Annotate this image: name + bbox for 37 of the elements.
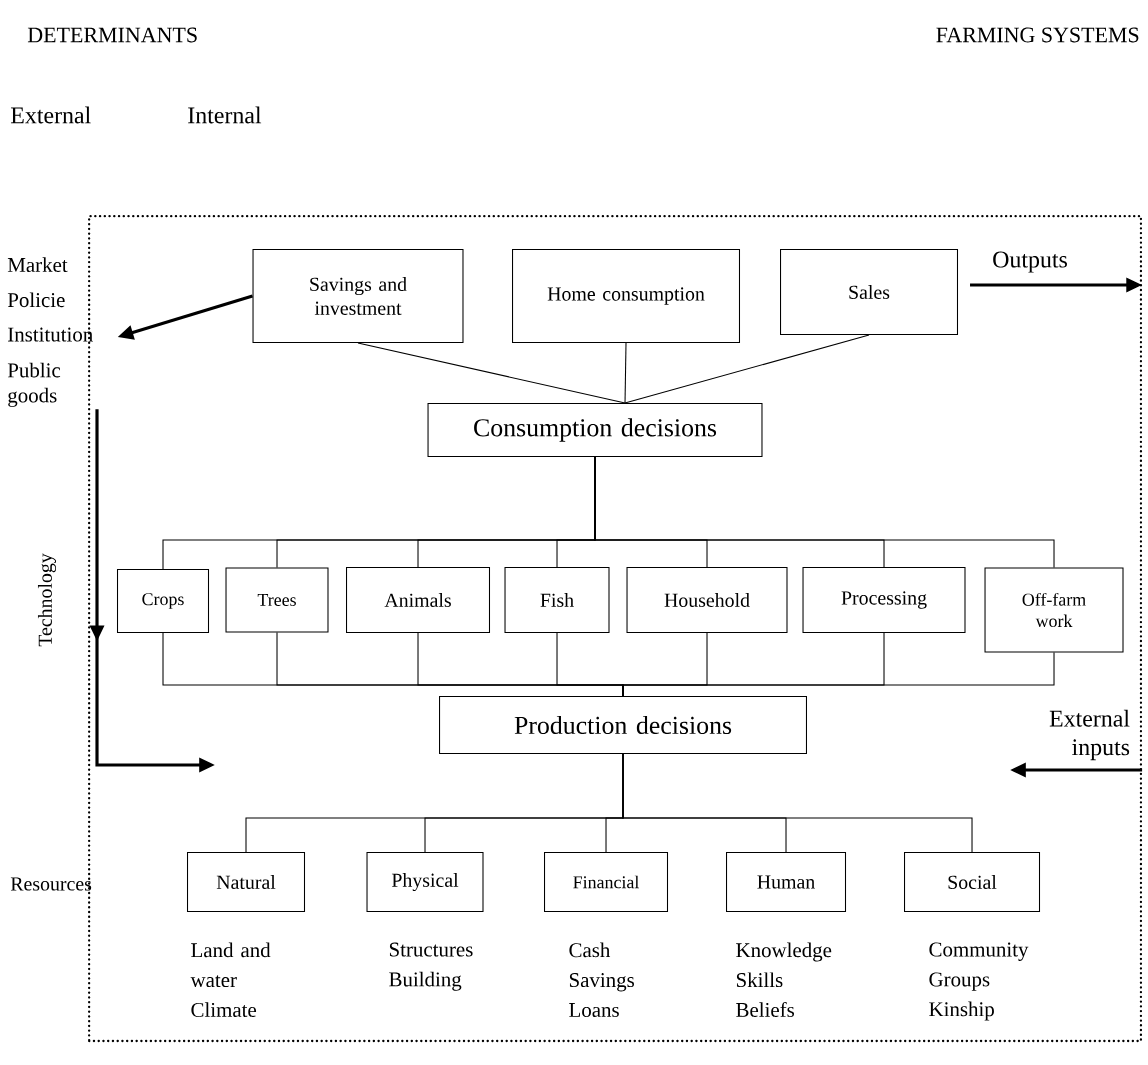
connector-line	[594, 456, 1055, 568]
process-box: Physical	[366, 852, 484, 913]
process-box: Social	[904, 852, 1041, 913]
process-box: Processing	[802, 567, 966, 634]
process-box: Human	[726, 852, 847, 913]
connector-line	[622, 753, 973, 853]
process-box: Savings and investment	[252, 249, 464, 344]
process-box: Household	[626, 567, 788, 634]
process-box: Natural	[187, 852, 306, 913]
process-box: Crops	[117, 569, 210, 634]
connector-line	[624, 342, 627, 404]
connector-line	[624, 334, 870, 404]
process-box: Production decisions	[439, 696, 807, 755]
column-heading: Internal	[188, 106, 262, 124]
process-box: Consumption decisions	[427, 403, 763, 458]
side-label: Technology	[37, 553, 56, 647]
resource-examples: Structures Building	[389, 942, 473, 991]
connector-line	[622, 652, 1055, 697]
process-box: Animals	[346, 567, 491, 634]
process-box: Trees	[225, 567, 329, 633]
column-heading: External	[11, 106, 91, 124]
heading: FARMING SYSTEMS	[936, 27, 1139, 43]
edge-label: Outputs	[993, 251, 1067, 273]
process-box: Financial	[544, 852, 669, 913]
resource-examples: Community Groups Kinship	[929, 942, 1029, 1021]
side-label: Resources	[10, 877, 92, 891]
resource-examples: Land and water Climate	[190, 942, 271, 1017]
connector-line	[357, 342, 626, 404]
determinant-list: Market Policie Institution Public goods	[7, 257, 93, 407]
resource-examples: Cash Savings Loans	[569, 942, 634, 1017]
edge-label: External inputs	[1049, 709, 1130, 761]
process-box: Home consumption	[512, 249, 740, 344]
process-box: Fish	[504, 567, 610, 634]
heading: DETERMINANTS	[27, 27, 197, 43]
process-box: Sales	[780, 249, 958, 336]
resource-examples: Knowledge Skills Beliefs	[736, 942, 832, 1017]
process-box: Off-farm work	[984, 567, 1124, 653]
